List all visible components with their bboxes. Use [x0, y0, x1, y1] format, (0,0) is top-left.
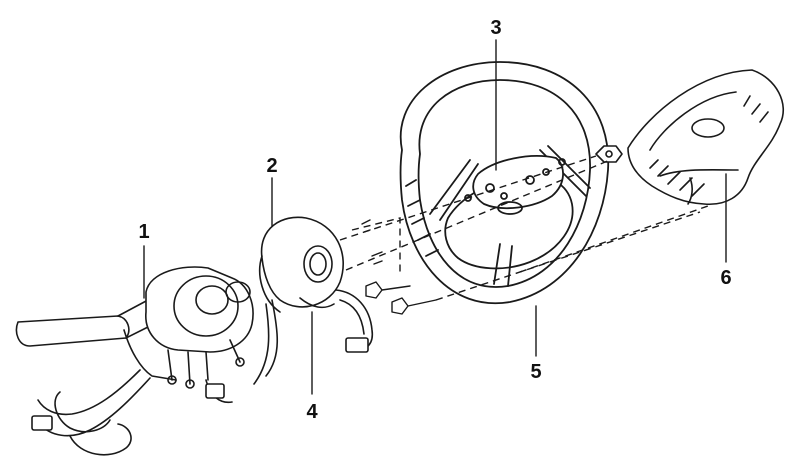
callout-3: 3	[490, 17, 501, 39]
callout-5: 5	[530, 361, 541, 383]
steering-pad-part	[627, 69, 785, 205]
wheel-nut-part	[595, 145, 623, 163]
callout-4: 4	[306, 401, 318, 423]
combination-switch-part	[15, 266, 254, 456]
callout-2: 2	[266, 155, 277, 177]
spiral-cable-part	[253, 216, 374, 385]
callout-1: 1	[138, 221, 149, 243]
alignment-lines	[339, 155, 709, 301]
mounting-bolts-part	[361, 219, 437, 315]
callout-labels: 1 2 3 4 5 6	[138, 17, 731, 423]
callout-6: 6	[720, 267, 731, 289]
steering-wheel-part	[399, 61, 610, 305]
leader-lines	[143, 39, 727, 395]
